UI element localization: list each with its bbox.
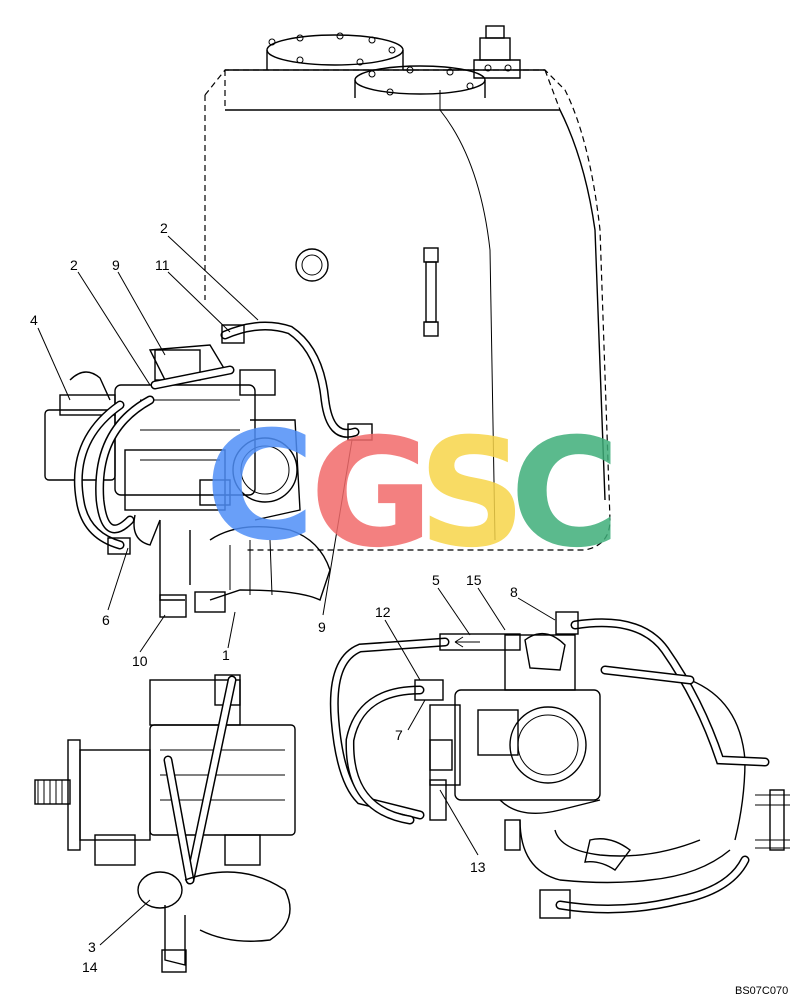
callout-15: 15 <box>466 572 482 588</box>
fitting-9 <box>347 423 373 441</box>
callout-4: 4 <box>30 312 38 328</box>
upper-pump-assembly <box>44 344 331 601</box>
callout-7: 7 <box>395 727 403 743</box>
watermark-letter-c2: C <box>510 407 620 581</box>
callout-labels: 2 2 9 11 4 6 10 1 9 5 15 8 12 7 13 3 14 <box>30 220 518 975</box>
watermark-letter-g: G <box>310 407 433 581</box>
callout-12: 12 <box>375 604 391 620</box>
fitting-7 <box>414 679 444 701</box>
fitting-11 <box>221 324 245 344</box>
callout-2-left: 2 <box>70 257 78 273</box>
callout-1: 1 <box>222 647 230 663</box>
watermark-letter-s: S <box>418 407 526 581</box>
watermark-logo: C G S C <box>205 400 620 581</box>
tank-cap-right <box>354 65 486 98</box>
callout-2-top: 2 <box>160 220 168 236</box>
sight-gauge <box>295 247 439 337</box>
fitting-13 <box>429 779 447 821</box>
fitting-8 <box>555 611 579 635</box>
callout-14: 14 <box>82 959 98 975</box>
elbow-10 <box>159 594 187 618</box>
lower-right-pump-view <box>329 611 790 919</box>
callout-9-mid: 9 <box>318 619 326 635</box>
callout-9-top: 9 <box>112 257 120 273</box>
callout-5: 5 <box>432 572 440 588</box>
hydraulic-tank <box>204 25 611 551</box>
callout-13: 13 <box>470 859 486 875</box>
lower-left-pump-view <box>34 674 296 973</box>
callout-8: 8 <box>510 584 518 600</box>
upper-hoses <box>73 321 373 618</box>
check-valve-5 <box>439 633 521 651</box>
drawing-reference-code: BS07C070 <box>735 985 788 997</box>
suction-elbow-3 <box>137 871 183 909</box>
callout-11: 11 <box>155 257 170 273</box>
callout-10: 10 <box>132 653 148 669</box>
watermark-letter-c1: C <box>205 400 315 574</box>
tank-cap-left <box>266 32 404 70</box>
breather-filler <box>473 25 521 79</box>
callout-6: 6 <box>102 612 110 628</box>
leader-lines <box>37 235 556 946</box>
callout-3: 3 <box>88 939 96 955</box>
